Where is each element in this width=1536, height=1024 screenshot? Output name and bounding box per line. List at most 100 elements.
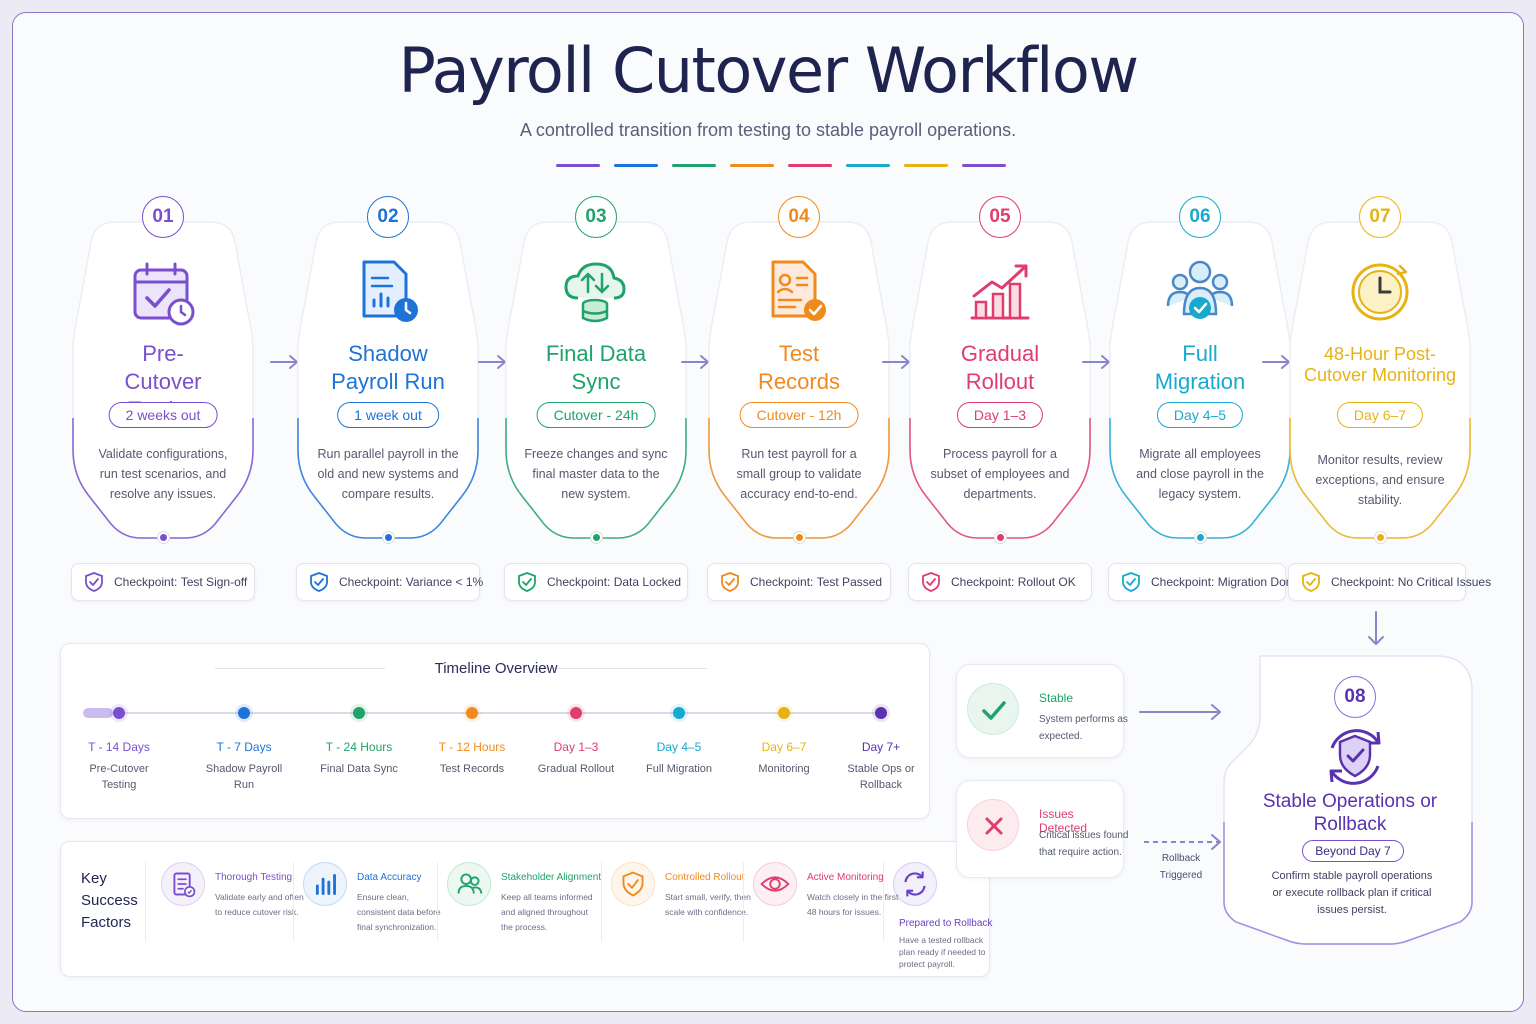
timeline-dot [673,707,685,719]
step-connector-dot [1195,532,1206,543]
step-title: Final Data Sync [545,341,647,394]
checkpoint-badge: Checkpoint: Variance < 1% [296,563,483,601]
timeline-track [85,712,885,714]
checkpoint-label: Checkpoint: [750,575,814,589]
timeline-what: Test Records [439,763,505,775]
step-06: 06 Full Migration Day 4–5 Migrate all em… [1104,196,1296,556]
step-timing-pill: 2 weeks out [108,402,218,428]
step-description: Run test payroll for a small group to va… [736,447,862,501]
step-08-title: Stable Operations or Rollback [1262,791,1438,835]
ksf-desc: Watch closely in the first 48 hours for … [807,892,899,917]
ksf-desc: Validate early and often to reduce cutov… [215,892,304,917]
shield-check-icon [85,572,103,592]
flow-arrow [1262,355,1290,369]
timeline-what: Gradual Rollout [537,763,615,775]
shield-check-icon [310,572,328,592]
eye-icon [753,862,797,906]
timeline-when: Day 1–3 [553,740,599,754]
ksf-title: Thorough Testing [215,872,293,883]
step-title: Test Records [758,341,840,394]
checkpoint-badge: Checkpoint: Data Locked [504,563,688,601]
timeline-what: Stable Ops or Rollback [847,763,915,791]
timeline-when: T - 7 Days [216,740,272,754]
ksf-desc: Ensure clean, consistent data before fin… [357,892,441,932]
checkpoint-text: Migration Done [1217,575,1300,589]
step-description: Freeze changes and sync final master dat… [524,447,668,501]
checkpoint-text: Rollout OK [1017,575,1076,589]
users-check-icon [1166,260,1234,319]
step-card [904,218,1096,543]
ksf-title: Prepared to Rollback [899,918,993,929]
step-timing-pill: 1 week out [337,402,439,428]
timeline-what: Pre-Cutover Testing [89,763,149,791]
timeline-what: Full Migration [645,763,713,775]
shield-check-icon [1302,572,1320,592]
refresh-icon [893,862,937,906]
timeline-what: Monitoring [758,763,810,775]
ksf-title: Stakeholder Alignment [501,872,602,883]
checkpoint-label: Checkpoint: [1331,575,1395,589]
ksf-title: Data Accuracy [357,872,422,883]
checkpoint-label: Checkpoint: [547,575,611,589]
ksf-desc: Have a tested rollback plan ready if nee… [899,935,986,969]
step-timing-pill: Cutover - 12h [739,402,859,428]
ksf-title: Active Monitoring [807,872,884,883]
timeline-what: Final Data Sync [320,763,398,775]
step-02: 02 Shadow Payroll Run 1 week out Run par… [292,196,484,556]
page-title: Payroll Cutover Workflow [398,34,1139,107]
timeline-start-cap [83,708,113,718]
step-description: Run parallel payroll in the old and new … [317,447,459,501]
timeline-when: T - 24 Hours [325,740,393,754]
step-title: Gradual Rollout [960,341,1040,394]
step-08-card: 08 Stable Operations or Rollback Beyond … [1220,652,1476,946]
checkpoint-label: Checkpoint: [114,575,178,589]
checkpoint-badge: Checkpoint: Rollout OK [908,563,1092,601]
outcome-issues-title: Issues Detected [1039,807,1088,835]
check-circle-icon [967,683,1019,735]
step-timing-pill: Day 1–3 [956,402,1044,428]
ksf-item: Active Monitoring Watch closely in the f… [753,860,898,944]
x-circle-icon [967,799,1019,851]
timeline-panel: Timeline Overview T - 14 Days Pre-Cutove… [60,643,930,819]
color-dash-divider [556,164,1008,168]
step-card [703,218,895,543]
shield-refresh-icon [1329,729,1381,785]
step-title: Full Migration [1154,341,1246,394]
step-connector-dot [1375,532,1386,543]
checkpoint-badge: Checkpoint: Migration Done [1108,563,1299,601]
checkpoint-label: Checkpoint: [1151,575,1215,589]
step-05: 05 Gradual Rollout Day 1–3 Process payro… [904,196,1096,556]
rollback-arrow [1144,834,1221,850]
step-number: 01 [142,196,184,238]
step-08-pill: Beyond Day 7 [1302,840,1404,862]
flow-arrow [882,355,910,369]
timeline-dot [113,707,125,719]
calendar-check-icon [133,262,195,326]
checkpoint-label: Checkpoint: [339,575,403,589]
ksf-item: Data Accuracy Ensure clean, consistent d… [303,860,443,944]
timeline-when: Day 6–7 [761,740,807,754]
step-description: Process payroll for a subset of employee… [930,447,1070,501]
timeline-title: Timeline Overview [434,660,558,677]
step-card [67,218,259,543]
outcome-stable: Stable System performs as expected. [956,664,1128,758]
step-title: 48-Hour Post-Cutover Monitoring [1303,344,1457,385]
step-connector-dot [794,532,805,543]
timeline-dot [570,707,582,719]
ksf-item: Stakeholder Alignment Keep all teams inf… [447,860,601,944]
step-07: 07 48-Hour Post-Cutover Monitoring Day 6… [1284,196,1476,556]
checkpoint-text: No Critical Issues [1397,575,1492,589]
shield-check-icon [1122,572,1140,592]
step-connector-dot [383,532,394,543]
cloud-sync-icon [564,262,626,323]
ksf-item: Thorough Testing Validate early and ofte… [161,860,304,944]
ksf-heading-text: Key Success Factors [81,870,138,931]
step-timing-pill: Day 4–5 [1156,402,1244,428]
flow-arrow [681,355,709,369]
clock-icon [1351,263,1409,321]
timeline-dot [238,707,250,719]
checkpoint-text: Test Passed [816,575,883,589]
timeline-dot [353,707,365,719]
bar-chart-icon [303,862,347,906]
flow-arrow [270,355,298,369]
